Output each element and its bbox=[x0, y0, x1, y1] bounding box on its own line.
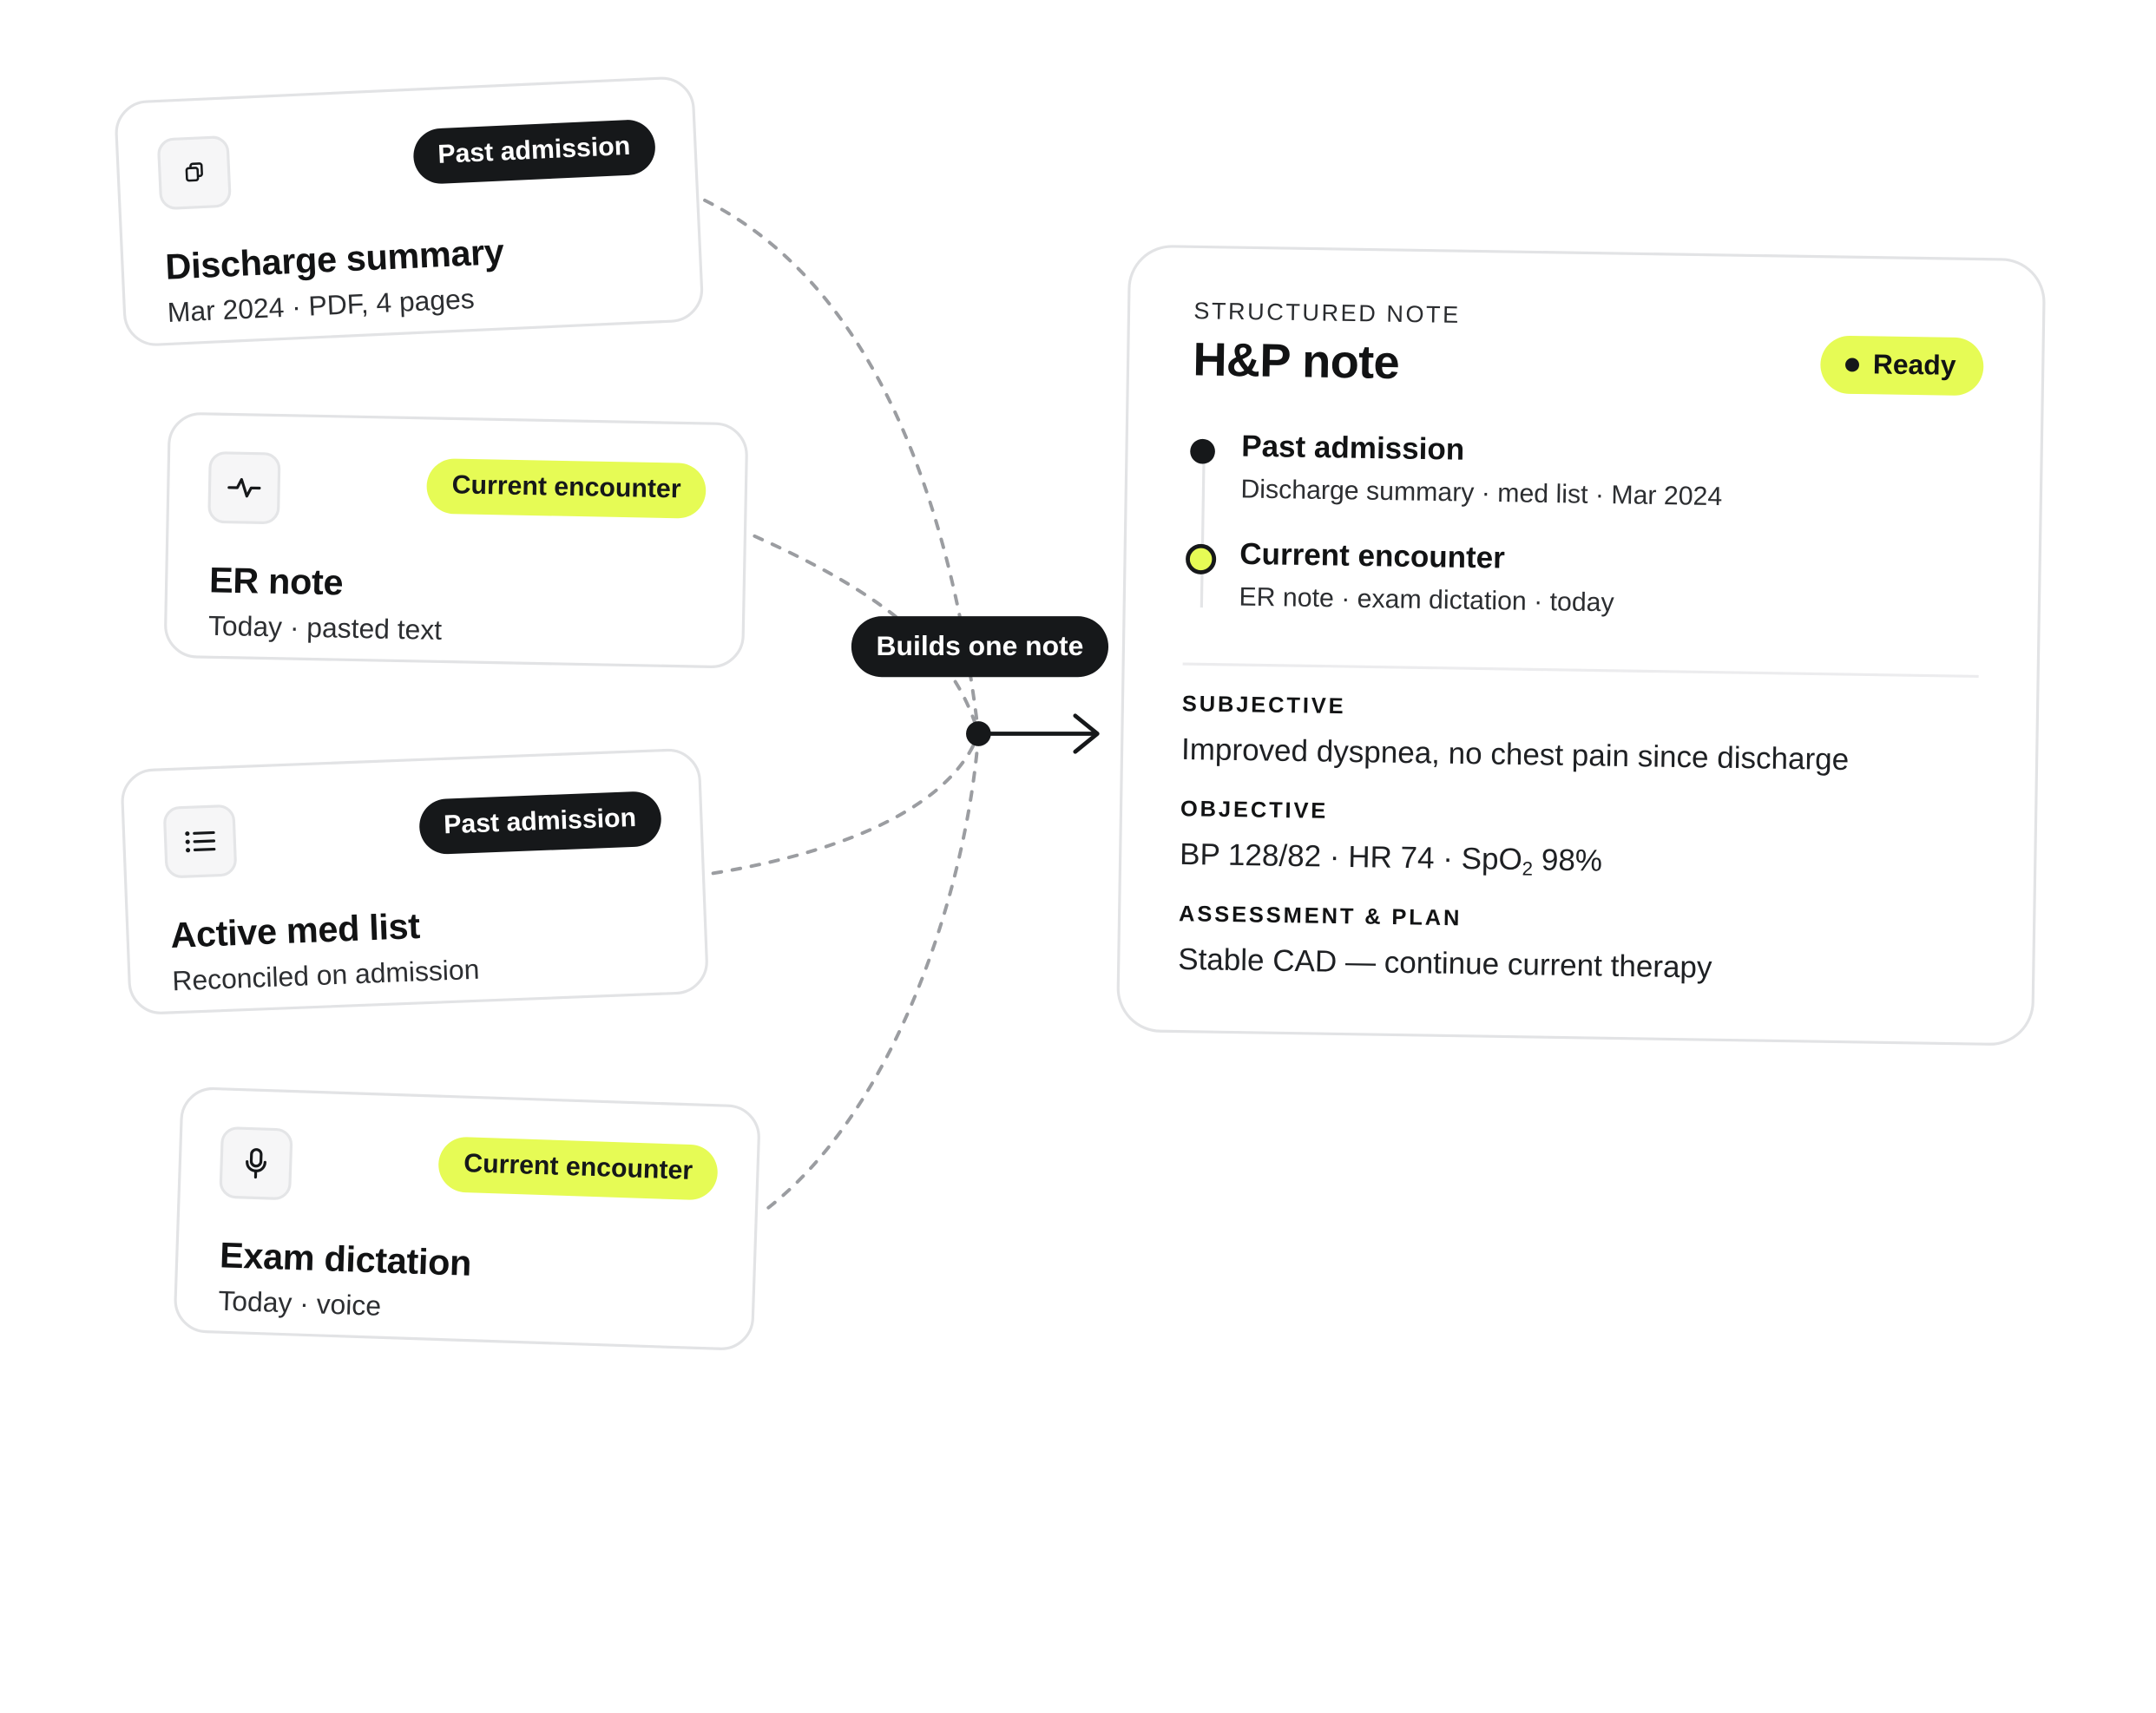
note-eyebrow: STRUCTURED NOTE bbox=[1193, 298, 1461, 330]
section-label-objective: OBJECTIVE bbox=[1180, 797, 1329, 824]
source-title: ER note bbox=[209, 559, 344, 604]
builds-one-note-label: Builds one note bbox=[851, 616, 1108, 677]
connector-exam-dictation bbox=[768, 734, 978, 1208]
structured-note-card: STRUCTURED NOTE H&P note Ready Past admi… bbox=[1116, 245, 2046, 1047]
timeline-line bbox=[1200, 456, 1206, 607]
source-card-er-note: Current encounter ER note Today · pasted… bbox=[163, 411, 748, 668]
timeline-title-current: Current encounter bbox=[1239, 536, 1505, 576]
source-card-exam-dictation: Current encounter Exam dictation Today ·… bbox=[173, 1086, 761, 1351]
status-dot-icon bbox=[1845, 358, 1859, 371]
section-text-assessment: Stable CAD — continue current therapy bbox=[1178, 942, 1712, 986]
section-label-subjective: SUBJECTIVE bbox=[1182, 692, 1346, 720]
timeline-dot-current-icon bbox=[1186, 544, 1217, 575]
source-subtitle: Mar 2024 · PDF, 4 pages bbox=[167, 285, 475, 331]
section-divider bbox=[1183, 662, 1979, 678]
timeline-dot-past-icon bbox=[1190, 439, 1215, 464]
source-tag: Past admission bbox=[411, 119, 656, 185]
status-badge: Ready bbox=[1820, 335, 1984, 396]
section-text-objective: BP 128/82 · HR 74 · SpO2 98% bbox=[1180, 837, 1603, 881]
source-subtitle: Today · voice bbox=[218, 1287, 382, 1324]
source-title: Discharge summary bbox=[164, 231, 504, 289]
copy-icon bbox=[157, 135, 232, 210]
microphone-icon bbox=[219, 1126, 293, 1200]
source-subtitle: Today · pasted text bbox=[208, 612, 443, 648]
objective-vitals: BP 128/82 · HR 74 · SpO bbox=[1180, 837, 1522, 876]
source-subtitle: Reconciled on admission bbox=[172, 955, 480, 999]
section-label-assessment: ASSESSMENT & PLAN bbox=[1179, 902, 1463, 932]
timeline-detail-past: Discharge summary · med list · Mar 2024 bbox=[1240, 476, 1722, 514]
pulse-icon bbox=[207, 451, 280, 524]
list-icon bbox=[163, 804, 238, 879]
status-label: Ready bbox=[1873, 350, 1956, 383]
hub-node bbox=[966, 721, 991, 746]
note-title: H&P note bbox=[1193, 334, 1399, 391]
source-tag: Past admission bbox=[417, 791, 662, 855]
source-title: Exam dictation bbox=[219, 1234, 471, 1285]
objective-saturation: 98% bbox=[1533, 842, 1602, 877]
source-card-active-med-list: Past admission Active med list Reconcile… bbox=[120, 747, 709, 1015]
source-tag: Current encounter bbox=[426, 458, 706, 519]
objective-subscript: 2 bbox=[1522, 857, 1533, 880]
source-title: Active med list bbox=[170, 905, 421, 957]
timeline-title-past: Past admission bbox=[1241, 429, 1465, 468]
source-tag: Current encounter bbox=[438, 1136, 719, 1200]
section-text-subjective: Improved dyspnea, no chest pain since di… bbox=[1181, 732, 1850, 778]
source-card-discharge-summary: Past admission Discharge summary Mar 202… bbox=[114, 75, 705, 347]
connector-active-med-list bbox=[713, 734, 979, 874]
timeline-detail-current: ER note · exam dictation · today bbox=[1239, 583, 1614, 620]
